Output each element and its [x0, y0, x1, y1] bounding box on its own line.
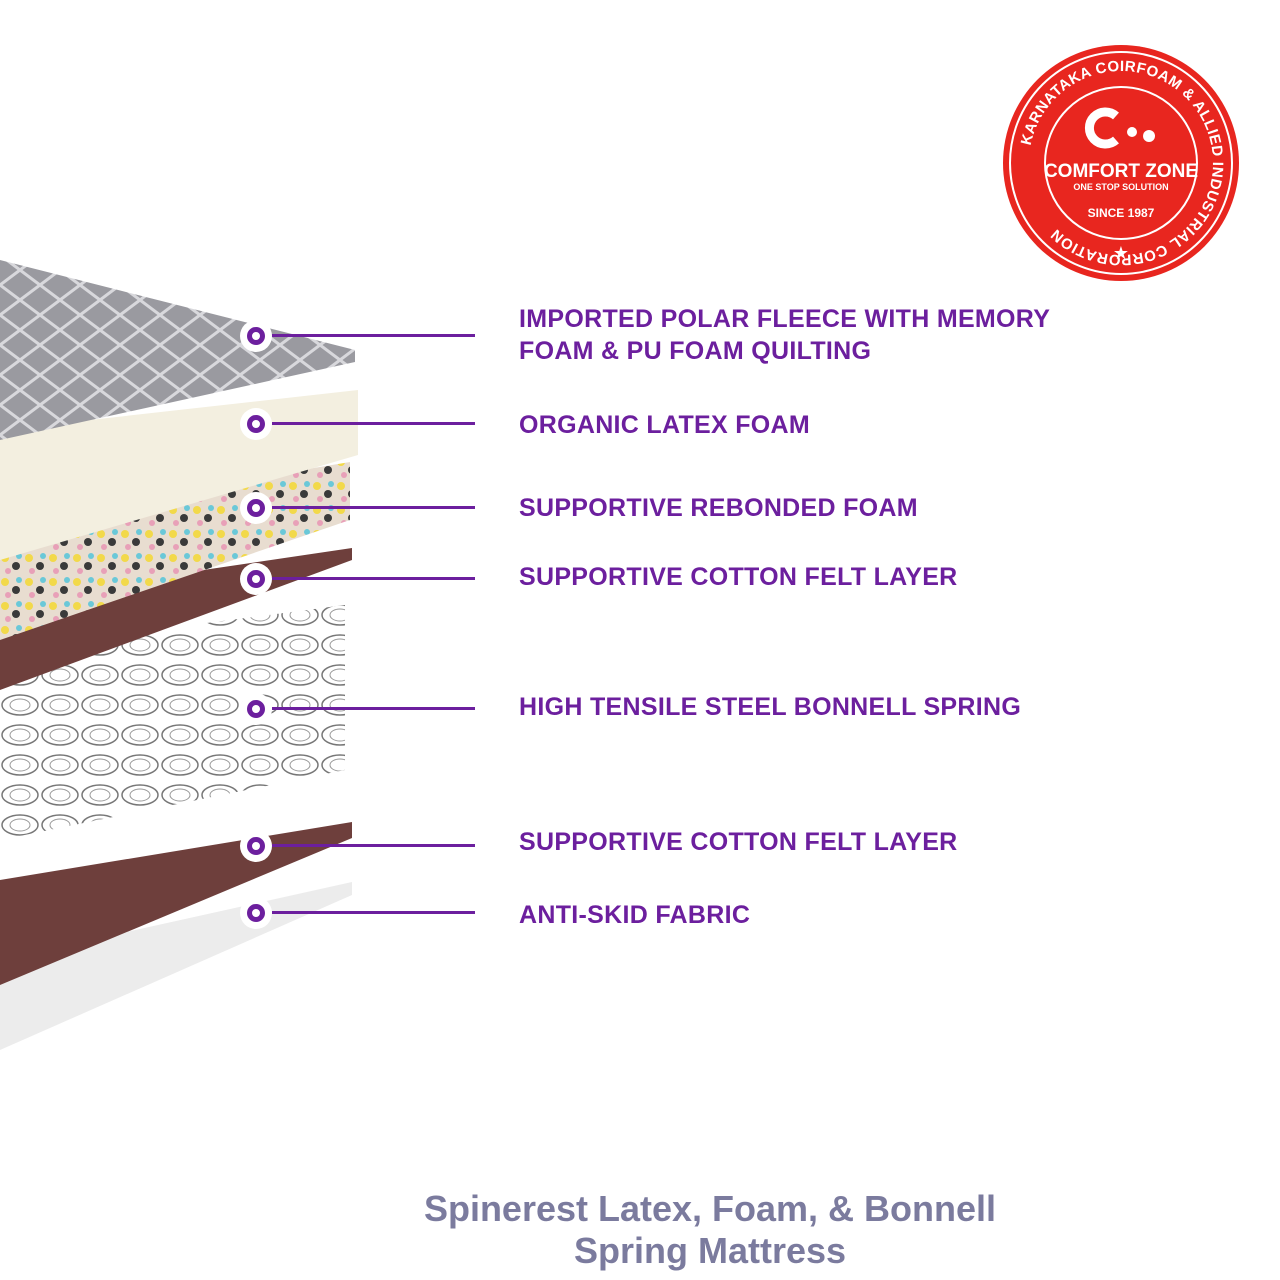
leader-line [272, 844, 475, 847]
layer-label-spring: HIGH TENSILE STEEL BONNELL SPRING [519, 693, 1022, 721]
layer-marker-icon [240, 492, 272, 524]
bonnell-spring-layer [0, 605, 345, 840]
layer-label-latex: ORGANIC LATEX FOAM [519, 411, 811, 439]
leader-line [272, 422, 475, 425]
layer-label-anti-skid: ANTI-SKID FABRIC [519, 901, 751, 929]
layer-marker-icon [240, 830, 272, 862]
layer-marker-icon [240, 408, 272, 440]
layer-marker-icon [240, 693, 272, 725]
comfort-zone-symbol-icon [1084, 107, 1155, 149]
mattress-layers-illustration [0, 260, 358, 1050]
leader-line [272, 577, 475, 580]
layer-marker-icon [240, 563, 272, 595]
badge-since: SINCE 1987 [1088, 206, 1155, 220]
layer-marker-icon [240, 897, 272, 929]
title-line: Spring Mattress [573, 1230, 847, 1271]
label-line: FOAM & PU FOAM QUILTING [519, 337, 872, 365]
leader-line [272, 506, 475, 509]
layer-label-rebonded: SUPPORTIVE REBONDED FOAM [519, 494, 918, 522]
star-icon: ★ [1113, 243, 1129, 263]
leader-line [272, 911, 475, 914]
layer-marker-icon [240, 320, 272, 352]
layer-label-felt-bottom: SUPPORTIVE COTTON FELT LAYER [519, 828, 958, 856]
quilted-fleece-layer [0, 260, 355, 440]
bottom-felt-layer [0, 822, 352, 985]
badge-brand: COMFORT ZONE [1044, 161, 1198, 182]
label-line: IMPORTED POLAR FLEECE WITH MEMORY [519, 305, 1051, 333]
comfort-zone-badge-logo: KARNATAKA COIRFOAM & ALLIED INDUSTRIAL C… [1003, 45, 1239, 281]
layer-label-felt-top: SUPPORTIVE COTTON FELT LAYER [519, 563, 958, 591]
title-line: Spinerest Latex, Foam, & Bonnell [423, 1188, 997, 1229]
layer-label-fleece: IMPORTED POLAR FLEECE WITH MEMORY FOAM &… [519, 303, 1050, 367]
badge-tagline: ONE STOP SOLUTION [1073, 182, 1168, 192]
leader-line [272, 334, 475, 337]
product-title: Spinerest Latex, Foam, & Bonnell Spring … [360, 1188, 1060, 1272]
leader-line [272, 707, 475, 710]
